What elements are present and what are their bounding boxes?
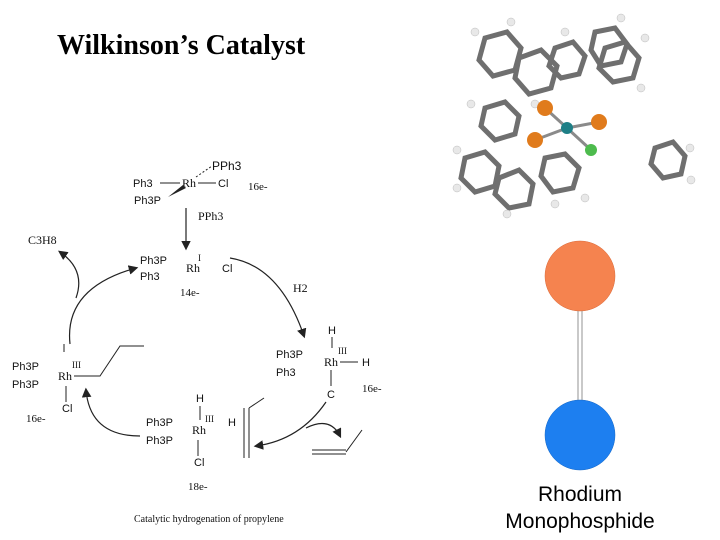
top-ligand-ph3: Ph3 xyxy=(133,178,153,190)
coordinated-alkene xyxy=(248,397,265,409)
rhodium-center xyxy=(561,122,573,134)
wilkinson-3d-model xyxy=(452,13,696,219)
propylene-entry-arrow xyxy=(305,422,342,439)
ligand-cl: Cl xyxy=(222,263,232,275)
molecule-caption-line2: Monophosphide xyxy=(505,510,655,533)
reductive-elimination-arrow xyxy=(68,265,139,345)
hydride-top: H xyxy=(328,325,336,337)
metal-rh: Rh xyxy=(324,355,338,369)
top-rh-complex: PPh3 Ph3 Rh Cl Ph3P 16e- xyxy=(133,159,268,207)
ligand-cl: Cl xyxy=(62,403,72,415)
rhodium-sphere xyxy=(544,399,616,471)
oxidation-state: III xyxy=(72,360,81,370)
chlorine-atom xyxy=(585,144,597,156)
propylene-molecule xyxy=(312,429,363,455)
rh-i-14e-complex: Ph3P Ph3 Rh I Cl 14e- xyxy=(140,253,232,299)
wedge-bond xyxy=(168,185,186,197)
hydride-right: H xyxy=(228,417,236,429)
ligand-ph3p: Ph3P xyxy=(140,255,167,267)
top-ligand-pph3: PPh3 xyxy=(212,159,242,173)
catalytic-cycle-diagram: PPh3 Ph3 Rh Cl Ph3P 16e- PPh3 C3H8 Ph3P … xyxy=(12,159,382,525)
oxidative-addition-arrow xyxy=(229,257,307,339)
top-electron-count: 16e- xyxy=(248,181,268,193)
top-ligand-cl: Cl xyxy=(218,178,228,190)
ligand-ph3p-upper: Ph3P xyxy=(146,417,173,429)
ligand-ph3: Ph3 xyxy=(276,367,296,379)
rh-p-dumbbell-model xyxy=(544,240,616,471)
electron-count: 16e- xyxy=(26,413,46,425)
ligand-ph3p-lower: Ph3P xyxy=(12,379,39,391)
phosphorus-atom xyxy=(591,114,607,130)
top-metal-rh: Rh xyxy=(182,176,196,190)
propyl-chain xyxy=(74,345,144,377)
hydrogen-atoms xyxy=(452,13,696,219)
metal-rh: Rh xyxy=(192,423,206,437)
cycle-caption: Catalytic hydrogenation of propylene xyxy=(134,514,284,525)
phosphorus-atom xyxy=(527,132,543,148)
oxidation-state: III xyxy=(338,346,347,356)
hydride-top: H xyxy=(196,393,204,405)
rh-iii-alkene-complex: H Ph3P Ph3P Rh III H Cl 18e- xyxy=(146,393,265,493)
phenyl-rings xyxy=(458,25,688,211)
propane-release-arrow xyxy=(58,250,80,299)
ligand-cl: Cl xyxy=(194,457,204,469)
ligand-ph3p-upper: Ph3P xyxy=(12,361,39,373)
slide-title: Wilkinson’s Catalyst xyxy=(57,30,306,61)
oxidation-state: III xyxy=(205,414,214,424)
propane-product-label: C3H8 xyxy=(28,233,57,247)
ligand-ph3p-lower: Ph3P xyxy=(146,435,173,447)
pph3-loss-label: PPh3 xyxy=(198,209,223,223)
rh-iii-alkyl-complex: Ph3P Ph3P Rh III Cl 16e- xyxy=(12,344,144,425)
top-ligand-ph3p: Ph3P xyxy=(134,195,161,207)
electron-count: 16e- xyxy=(362,383,382,395)
alkene-coordination-arrow xyxy=(253,401,327,450)
phosphorus-atom xyxy=(537,100,553,116)
electron-count: 14e- xyxy=(180,287,200,299)
migratory-insertion-arrow xyxy=(81,387,141,437)
rh-iii-dihydride-complex: H Ph3P Ph3 Rh III H C 16e- xyxy=(276,325,382,401)
ligand-ph3p: Ph3P xyxy=(276,349,303,361)
metal-rh: Rh xyxy=(186,261,200,275)
ligand-ph3: Ph3 xyxy=(140,271,160,283)
phosphorus-sphere xyxy=(544,240,616,312)
metal-rh: Rh xyxy=(58,369,72,383)
ligand-bottom: C xyxy=(327,389,335,401)
oxidation-state: I xyxy=(198,253,201,263)
electron-count: 18e- xyxy=(188,481,208,493)
molecule-caption-line1: Rhodium xyxy=(537,483,623,506)
bond xyxy=(195,165,213,178)
hydride-right: H xyxy=(362,357,370,369)
hydrogen-addition-label: H2 xyxy=(293,281,308,295)
